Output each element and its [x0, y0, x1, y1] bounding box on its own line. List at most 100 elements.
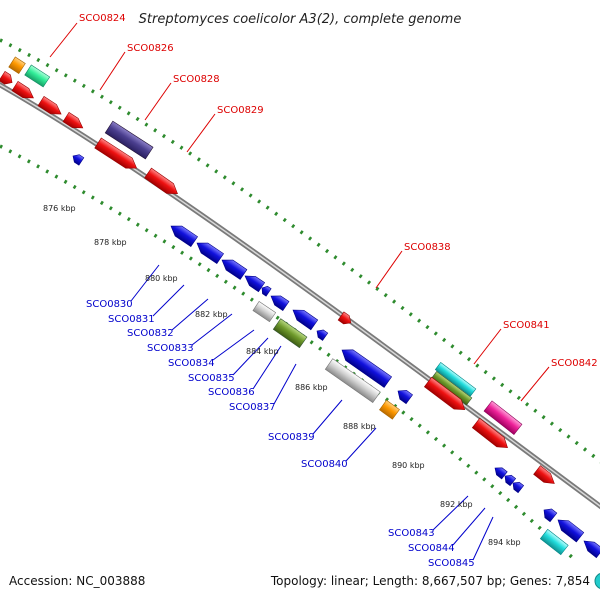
label-sco0836: SCO0836	[208, 387, 255, 398]
leader-sco0839	[312, 399, 343, 435]
label-sco0829: SCO0829	[217, 105, 264, 116]
gene-red-b-shape	[11, 80, 34, 99]
label-sco0842: SCO0842	[551, 358, 598, 369]
gene-red-c	[37, 95, 62, 115]
corner-feature-marker	[594, 573, 600, 589]
gene-sco0842-red-shape	[471, 417, 508, 448]
label-sco0844: SCO0844	[408, 543, 455, 554]
gene-sco0829-a-shape	[94, 137, 138, 169]
gene-sco0841-cyan	[434, 361, 477, 397]
gene-sco0839-blue	[341, 349, 393, 388]
gene-sco0829-b-shape	[144, 167, 178, 194]
gene-red-e-shape	[533, 465, 555, 484]
gene-sco0831	[196, 242, 224, 265]
gene-sco0839-gray	[324, 358, 381, 404]
gene-sco0844-shape	[557, 519, 585, 543]
sequence-backbone	[0, 81, 600, 510]
gene-sco0824-shape	[8, 56, 26, 74]
leader-sco0836	[252, 345, 282, 390]
gene-sco0836-shape	[292, 309, 319, 331]
tick-label-890-kbp: 890 kbp	[392, 461, 425, 470]
gene-sco0842-red	[471, 417, 508, 448]
gene-blue-small-a-shape	[72, 154, 85, 166]
label-sco0837: SCO0837	[229, 402, 276, 413]
leader-sco0830	[130, 264, 160, 302]
gene-sco0836-olive-shape	[272, 318, 308, 349]
label-sco0835: SCO0835	[188, 373, 235, 384]
tick-label-880-kbp: 880 kbp	[145, 274, 178, 283]
gene-blue-small-e-shape	[512, 481, 525, 494]
gene-red-a-shape	[0, 70, 13, 85]
gene-red-b	[11, 80, 34, 99]
gene-blue-small-b	[397, 389, 413, 405]
gene-sco0832-shape	[221, 259, 248, 280]
gene-sco0833-shape	[244, 275, 266, 293]
gene-sco0840-shape	[379, 399, 400, 420]
gene-sco0824	[8, 56, 26, 74]
gene-sco0843	[543, 508, 558, 523]
gene-sco0835-shape	[270, 295, 290, 312]
gene-blue-edge	[583, 540, 600, 559]
gene-sco0825	[24, 64, 51, 88]
gene-blue-small-d	[504, 474, 517, 487]
gene-sco0829-a	[94, 137, 138, 169]
gene-sco0835	[270, 295, 290, 312]
label-sco0824: SCO0824	[79, 13, 126, 24]
gene-sco0831-shape	[196, 242, 224, 265]
leader-sco0840	[345, 427, 377, 462]
gene-sco0842-magenta-shape	[483, 400, 523, 435]
leader-sco0831	[152, 284, 185, 317]
tick-label-876-kbp: 876 kbp	[43, 204, 76, 213]
leader-sco0841	[473, 328, 502, 365]
label-sco0832: SCO0832	[127, 328, 174, 339]
label-sco0828: SCO0828	[173, 74, 220, 85]
leader-sco0826	[99, 51, 126, 91]
genome-summary-text: Topology: linear; Length: 8,667,507 bp; …	[270, 574, 590, 588]
tick-label-878-kbp: 878 kbp	[94, 238, 127, 247]
leader-sco0834	[212, 329, 255, 361]
map-title: Streptomyces coelicolor A3(2), complete …	[139, 12, 462, 27]
gene-sco0835-gray	[252, 301, 277, 323]
leader-sco0829	[186, 113, 216, 153]
gene-sco0834-shape	[261, 285, 272, 297]
dotted-guide-top	[0, 38, 600, 464]
gene-sco0836-olive	[272, 318, 308, 349]
label-sco0831: SCO0831	[108, 314, 155, 325]
gene-sco0839-gray-shape	[324, 358, 381, 404]
gene-sco0839-blue-shape	[341, 349, 393, 388]
tick-label-894-kbp: 894 kbp	[488, 538, 521, 547]
tick-label-888-kbp: 888 kbp	[343, 422, 376, 431]
tick-label-892-kbp: 892 kbp	[440, 500, 473, 509]
gene-blue-small-d-shape	[504, 474, 517, 487]
gene-blue-small-b-shape	[397, 389, 413, 405]
leader-sco0844	[452, 507, 486, 546]
gene-sco0833	[244, 275, 266, 293]
gene-blue-small-c-shape	[494, 467, 508, 480]
gene-sco0841-red	[423, 376, 466, 411]
gene-blue-small-e	[512, 481, 525, 494]
gene-red-c-shape	[37, 95, 62, 115]
gene-sco0837	[316, 329, 329, 341]
gene-sco0845-cyan-shape	[539, 528, 569, 556]
gene-red-d-shape	[62, 111, 84, 129]
leader-sco0838	[375, 250, 403, 289]
gene-sco0845-cyan	[539, 528, 569, 556]
leader-sco0835	[232, 337, 269, 376]
leader-sco0837	[273, 363, 297, 405]
tick-label-886-kbp: 886 kbp	[295, 383, 328, 392]
label-sco0843: SCO0843	[388, 528, 435, 539]
gene-sco0836	[292, 309, 319, 331]
gene-sco0843-shape	[543, 508, 558, 523]
leader-sco0843	[432, 495, 469, 531]
gene-blue-edge-shape	[583, 540, 600, 559]
label-sco0826: SCO0826	[127, 43, 174, 54]
leader-sco0832	[171, 298, 209, 331]
dotted-guide-bottom	[0, 144, 577, 562]
label-sco0845: SCO0845	[428, 558, 475, 569]
gene-features	[0, 56, 600, 559]
gene-sco0841-cyan-shape	[434, 361, 477, 397]
accession-text: Accession: NC_003888	[9, 574, 145, 588]
gene-sco0842-magenta	[483, 400, 523, 435]
